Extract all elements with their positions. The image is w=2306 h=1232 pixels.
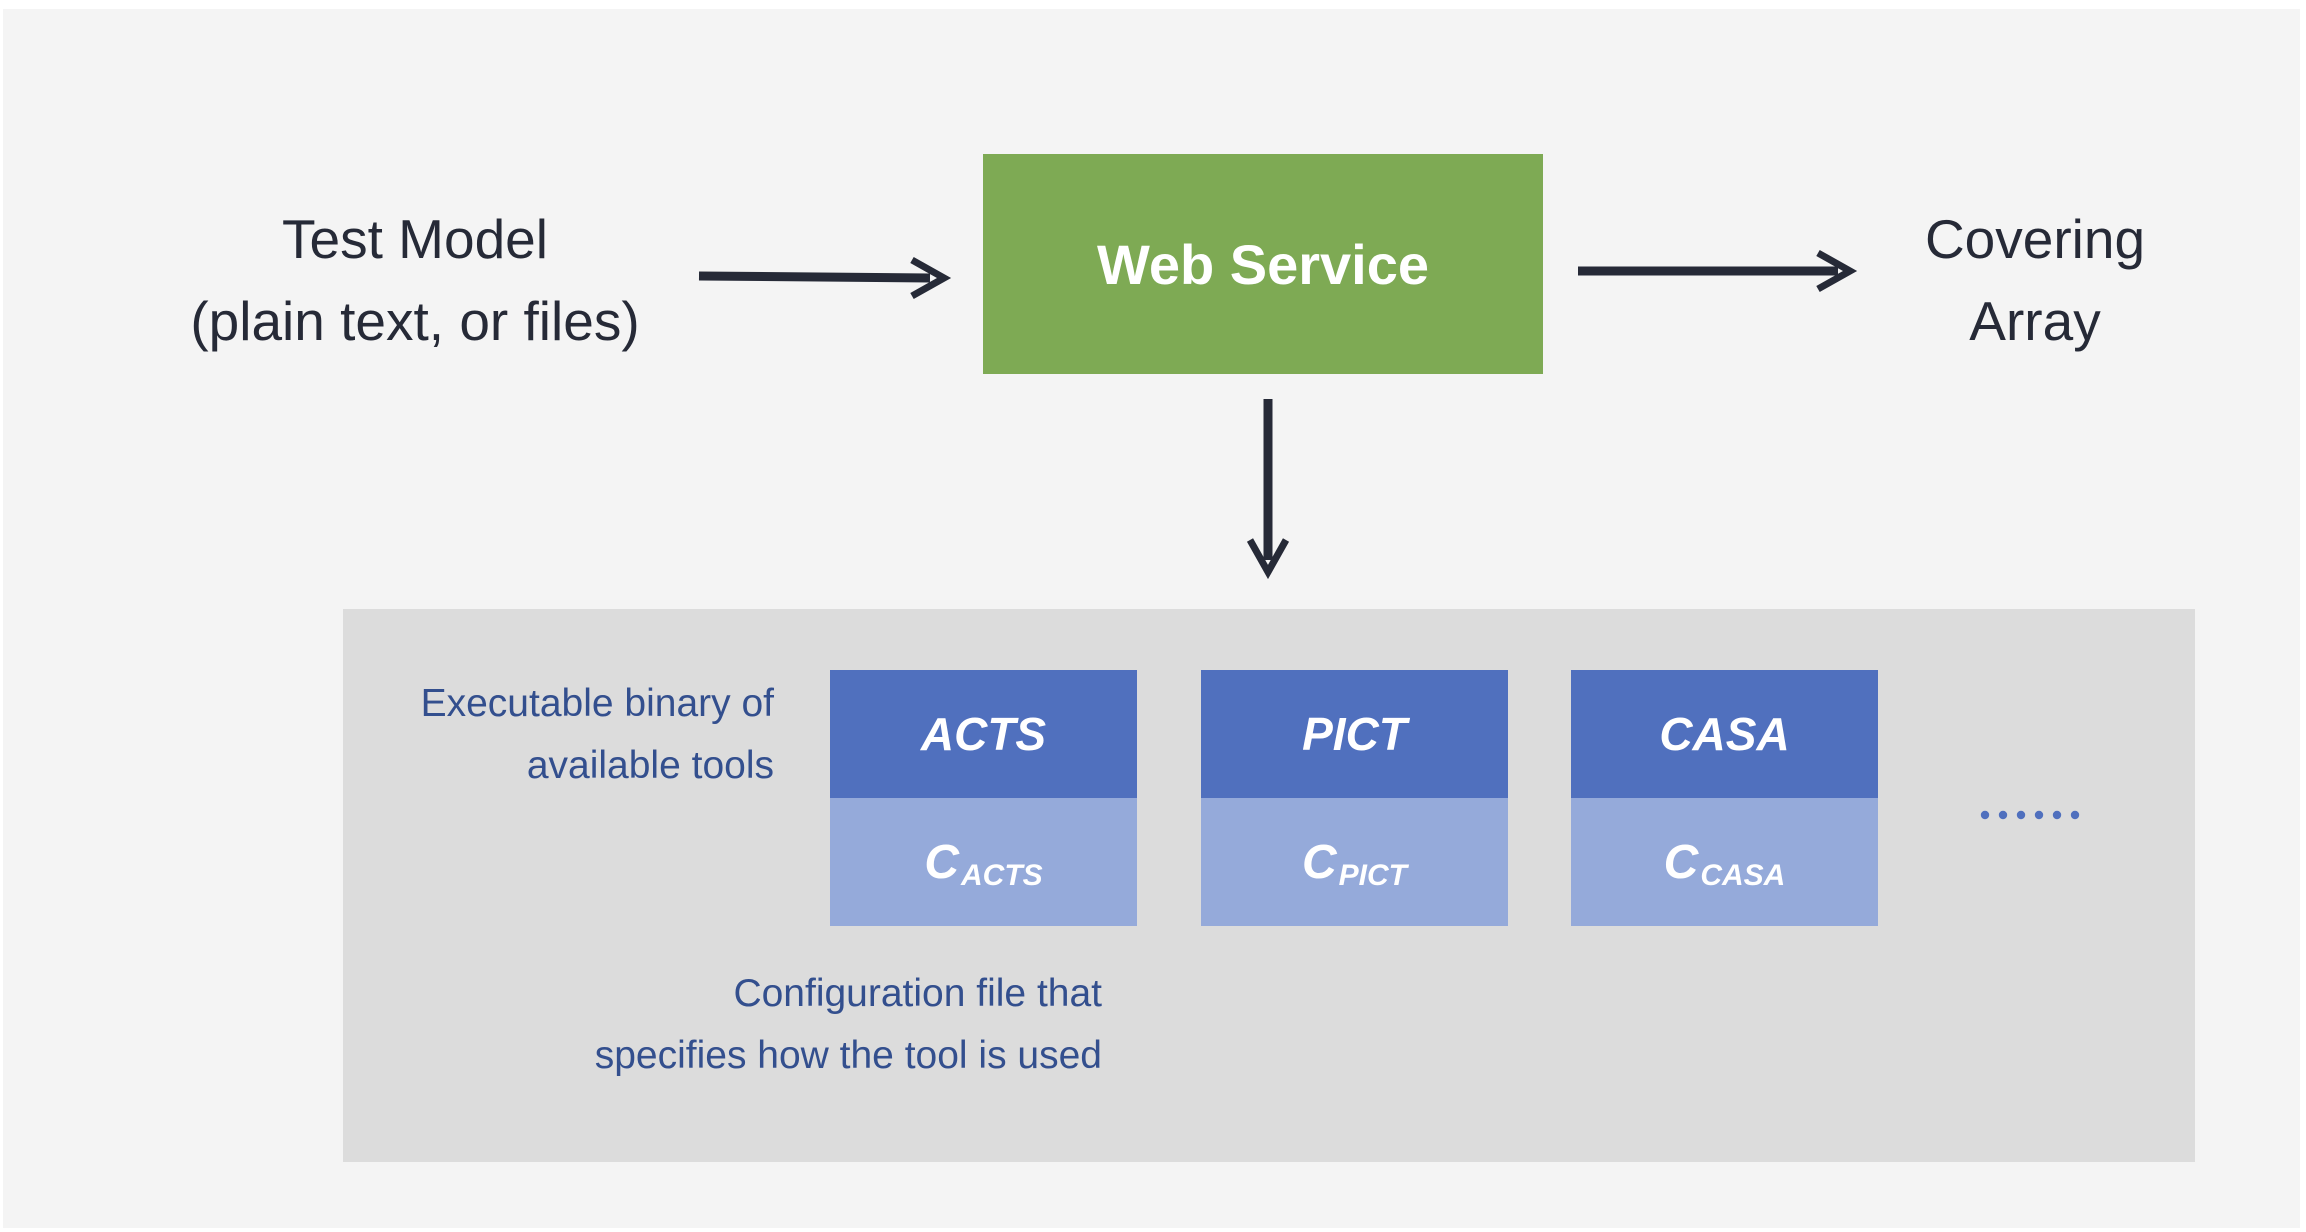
test-model-label: Test Model (plain text, or files) — [160, 198, 670, 362]
executable-binary-note: Executable binary of available tools — [360, 673, 774, 797]
configuration-file-note-line-2: specifies how the tool is used — [594, 1034, 1102, 1077]
tool-acts-config-letter: C — [924, 835, 959, 889]
test-model-line-2: (plain text, or files) — [190, 290, 640, 352]
executable-binary-note-line-1: Executable binary of — [420, 682, 774, 725]
executable-binary-note-line-2: available tools — [526, 744, 774, 787]
test-model-line-1: Test Model — [282, 208, 548, 270]
covering-array-line-1: Covering — [1924, 208, 2146, 270]
tool-casa-binary: CASA — [1571, 670, 1878, 798]
web-service-box: Web Service — [983, 154, 1543, 374]
tool-pict-binary: PICT — [1201, 670, 1508, 798]
web-service-label: Web Service — [1096, 232, 1430, 296]
tool-casa-config-letter: C — [1663, 835, 1699, 889]
arrow-model-to-service — [698, 256, 952, 300]
tool-acts-config-subscript: ACTS — [961, 859, 1043, 892]
arrow-service-to-tools — [1246, 399, 1290, 580]
tool-pict-config-subscript: PICT — [1338, 859, 1407, 892]
more-tools-ellipsis — [1980, 810, 2080, 820]
tool-casa-config-subscript: CASA — [1700, 859, 1786, 892]
arrow-service-to-array — [1578, 249, 1858, 293]
configuration-file-note-line-1: Configuration file that — [733, 972, 1102, 1015]
covering-array-label: Covering Array — [1880, 198, 2190, 362]
covering-array-line-2: Array — [1969, 290, 2101, 352]
configuration-file-note: Configuration file that specifies how th… — [540, 963, 1102, 1087]
tool-pict-config-letter: C — [1301, 835, 1337, 889]
tool-acts-binary: ACTS — [830, 670, 1137, 798]
